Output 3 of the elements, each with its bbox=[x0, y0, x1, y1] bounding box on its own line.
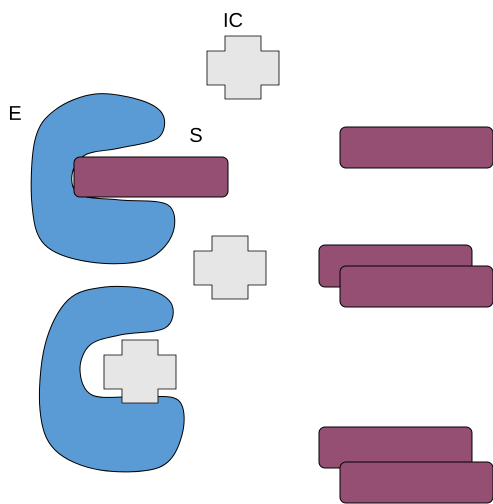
shape-label: IC bbox=[224, 12, 242, 28]
shape-label: S bbox=[190, 128, 202, 142]
shape-label: E bbox=[10, 106, 21, 120]
